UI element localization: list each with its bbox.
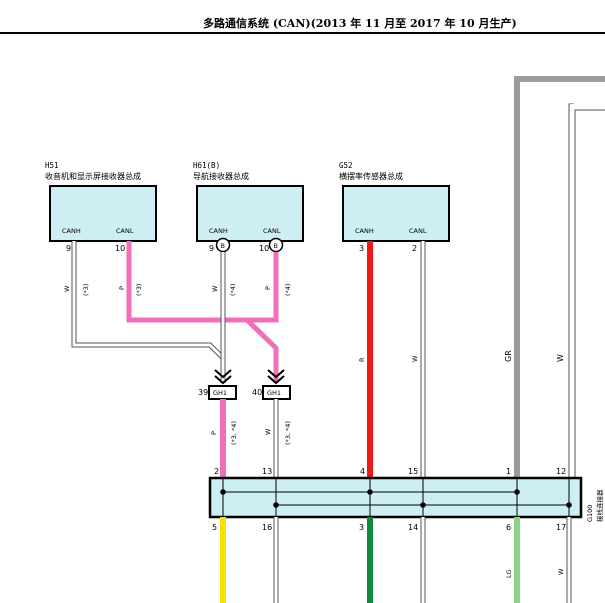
gh1-b-color: W [264,428,272,435]
junction-bottom-pin: 14 [408,523,418,532]
gh1-a-color: P [210,431,218,435]
h61-name: 导航接收器总成 [193,171,249,181]
junction-top-pin: 15 [408,467,418,476]
h51-canh-label: CANH [62,227,81,235]
wire-color-w-right: W [556,354,565,362]
junction-box [208,476,583,519]
g52-canl-color: W [411,355,419,362]
h51-canl-note: (*3) [135,284,143,296]
wire-w-right-outer [568,103,605,480]
h51-canl-color: P [118,286,126,290]
g52-canh-color: R [358,357,366,362]
junction-top-pin: 2 [214,467,219,476]
h61-badge-canh [215,237,231,253]
junction-bottom-pin: 3 [359,523,364,532]
junction-name: G100 [586,505,594,522]
h61-canl-color: P [264,286,272,290]
gh1-b-note: (*3, *4) [284,421,292,445]
wire-h51-canh [71,241,226,383]
g52-pin-canh: 3 [359,244,364,253]
h61-canh-color: W [211,285,219,292]
wire-gr [514,76,605,480]
h61-badge-canl [268,237,284,253]
g52-canh-label: CANH [355,227,374,235]
g52-box [342,185,450,242]
gh1-b-name: GH1 [267,389,281,397]
h51-canh-color: W [63,285,71,292]
g52-canl-label: CANL [409,227,427,235]
h51-name: 收音机和显示屏接收器总成 [45,171,141,181]
wire-h61-canl [247,252,279,323]
wire-color-gr: GR [504,350,513,362]
g52-pin-canl: 2 [412,244,417,253]
h61-canl-label: CANL [263,227,281,235]
h61-box [196,185,304,242]
page-title: 多路通信系统 (CAN)(2013 年 11 月至 2017 年 10 月生产) [203,16,517,30]
wire-w-right-inner [574,109,605,480]
junction-bottom-pin: 16 [262,523,272,532]
h61-canh-note: (*4) [229,284,237,296]
h51-canh-note: (*3) [82,284,90,296]
h61-badge-canl-text: B [274,242,278,250]
gh1-a-name: GH1 [213,389,227,397]
junction-bottom-pin: 17 [556,523,566,532]
h61-badge-canh-text: B [221,242,225,250]
h61-canl-note: (*4) [284,284,292,296]
h51-pin-canl: 10 [115,244,125,253]
junction-top-pin: 1 [506,467,511,476]
h51-code: H51 [45,161,59,170]
wire-color-w-bottom: W [557,568,565,575]
gh1-a-note: (*3, *4) [230,421,238,445]
gh1-b-num: 40 [252,388,262,397]
g52-name: 横摆率传感器总成 [339,171,403,181]
junction-top-pin: 4 [360,467,365,476]
junction-bottom-pin: 6 [506,523,511,532]
chevron-down-icon [267,369,285,385]
h61-canh-label: CANH [209,227,228,235]
junction-bottom-pin: 5 [212,523,217,532]
gh1-a-num: 39 [198,388,208,397]
junction-top-pin: 12 [556,467,566,476]
junction-subname: 接线连接器 [595,489,604,522]
wire-color-lg: LG [505,569,513,578]
junction-top-pin: 13 [262,467,272,476]
h51-pin-canh: 9 [66,244,71,253]
h61-code: H61(B) [193,161,220,170]
h61-pin-canh: 9 [209,244,214,253]
chevron-down-icon [214,369,232,385]
h51-box [49,185,157,242]
h61-pin-canl: 10 [259,244,269,253]
g52-code: G52 [339,161,353,170]
h51-canl-label: CANL [116,227,134,235]
wire-h51-canl [126,241,279,383]
